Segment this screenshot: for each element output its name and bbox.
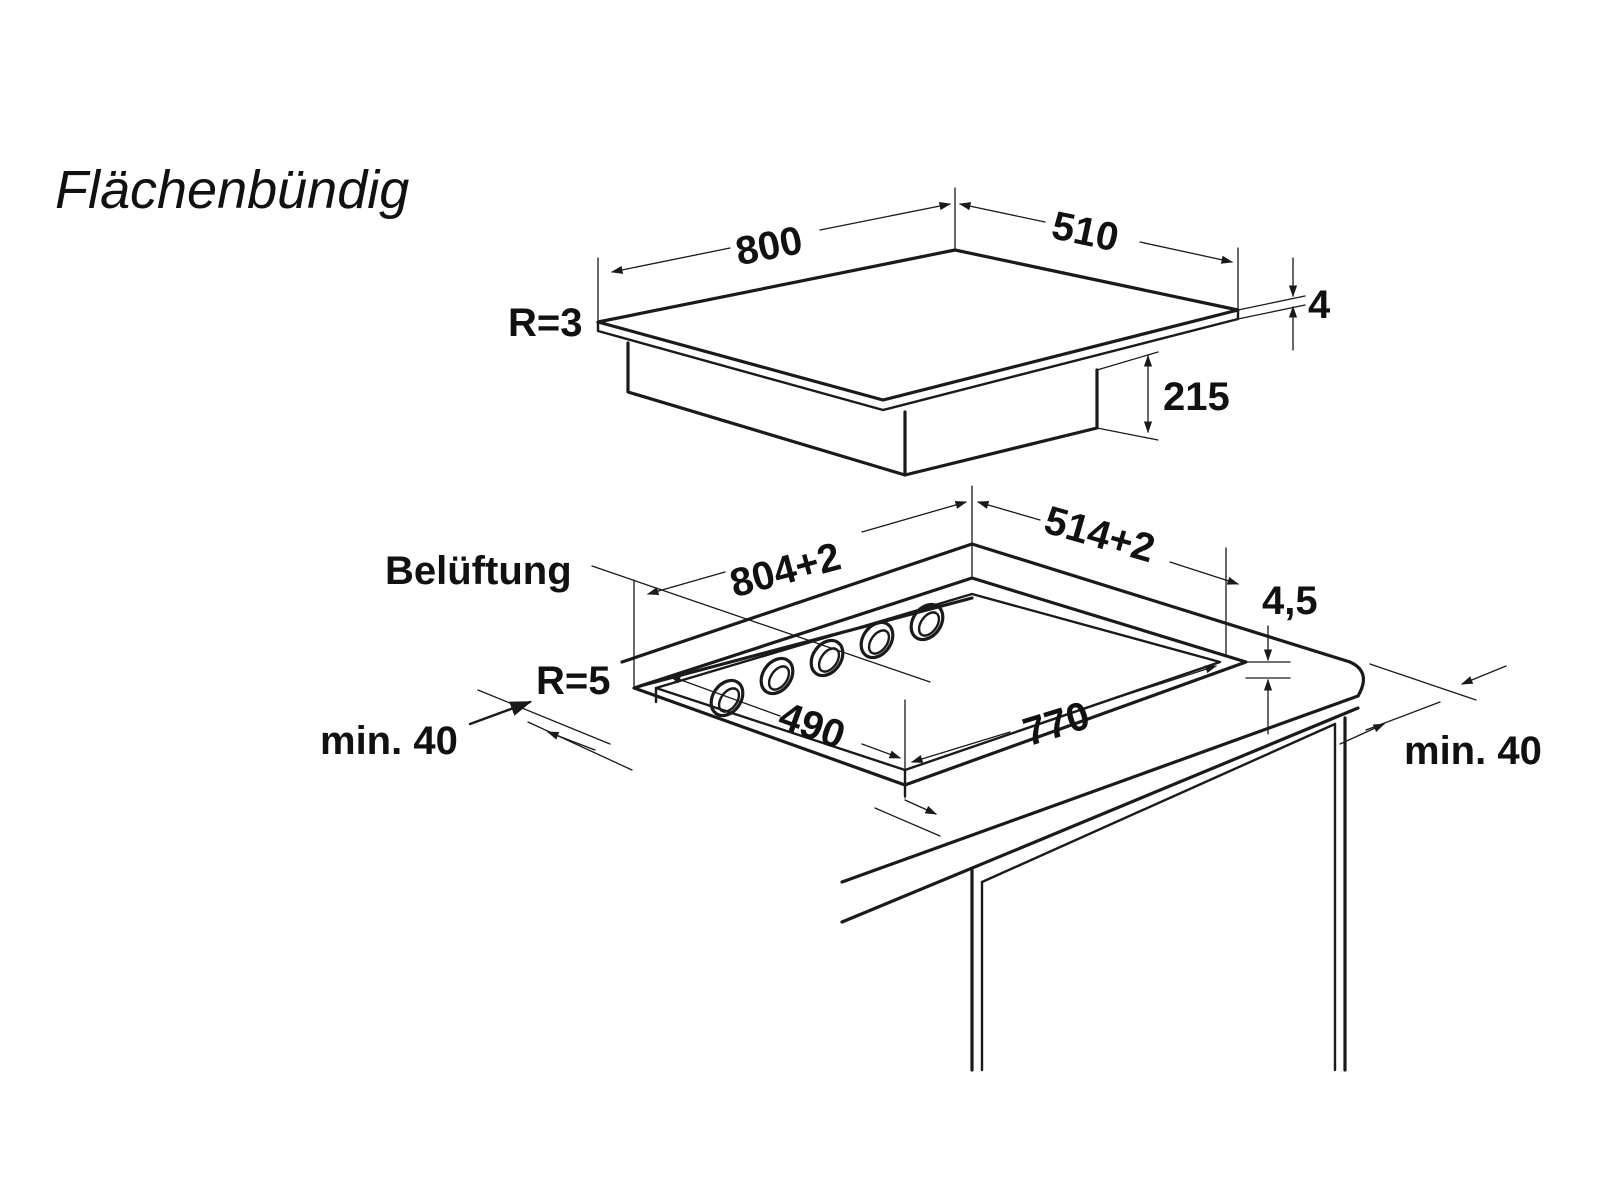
dim-line-510: [958, 202, 1046, 223]
worktop-drawing: [620, 542, 1366, 1072]
dim-line-min40-right: [1460, 665, 1507, 685]
ventilation-label: Belüftung: [385, 549, 572, 593]
worktop-front-edge: [840, 694, 1360, 884]
hob-glass-front-edge: [596, 308, 1240, 412]
dim-label-770: 770: [1018, 693, 1095, 755]
dim-label-514: 514+2: [1040, 498, 1160, 571]
dim-line-490: [668, 675, 781, 717]
dim-label-min40-left: min. 40: [320, 719, 458, 763]
vent-hole: [759, 656, 795, 696]
dim-line-804: [646, 571, 726, 596]
dim-line-800: [610, 247, 731, 274]
hob-drawing: [596, 248, 1240, 477]
hob-dimensions: [597, 187, 1306, 441]
dim-label-r5: R=5: [536, 659, 611, 703]
hob-glass-top: [596, 248, 1240, 402]
vent-hole: [859, 620, 895, 660]
diagram-title: Flächenbündig: [55, 160, 409, 220]
dim-line-min40-left: [468, 700, 533, 726]
dim-line-514: [976, 501, 1041, 521]
cutout-dimensions: [468, 485, 1507, 837]
dim-label-510: 510: [1048, 204, 1122, 261]
dim-line-770: [910, 731, 1011, 763]
dim-label-490: 490: [773, 694, 851, 758]
vent-hole: [809, 638, 845, 678]
dim-label-4-5: 4,5: [1262, 579, 1318, 623]
dim-label-min40-right: min. 40: [1404, 729, 1542, 773]
worktop-bottom-edge: [840, 706, 1360, 924]
r5-leader: [638, 596, 974, 688]
dim-label-800: 800: [732, 218, 806, 274]
dim-label-804: 804+2: [725, 535, 845, 607]
ventilation-leader: [591, 565, 931, 683]
dim-label-215: 215: [1163, 375, 1230, 419]
vent-hole: [709, 678, 745, 718]
dim-label-r3: R=3: [508, 301, 583, 345]
dim-label-4: 4: [1308, 283, 1331, 327]
